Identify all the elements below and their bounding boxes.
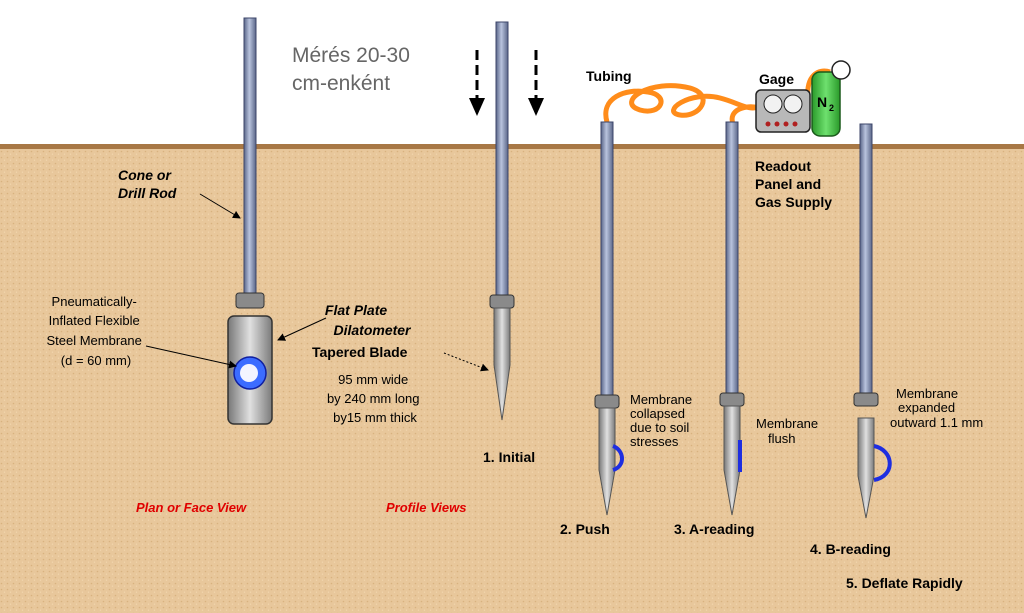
membrane-pointer	[145, 345, 237, 369]
push-arrows	[469, 50, 544, 116]
membrane-center	[240, 364, 258, 382]
profile-3-a-reading	[719, 121, 745, 516]
plan-view-caption: Plan or Face View	[136, 500, 247, 515]
heading-line-1: Mérés 20-30	[292, 44, 410, 67]
rod-2	[600, 121, 614, 397]
gage-knob-2	[774, 121, 780, 127]
collapsed-label: Membrane collapsed due to soil stresses	[630, 392, 696, 449]
flush-label: Membrane flush	[756, 416, 822, 446]
rod-4	[859, 123, 873, 395]
profile-2-push	[594, 121, 624, 516]
cone-rod-label: Cone or Drill Rod	[118, 167, 177, 201]
drill-rod	[243, 17, 257, 294]
membrane-label: Pneumatically- Inflated Flexible Steel M…	[46, 294, 145, 368]
cone-rod-pointer	[199, 193, 241, 219]
step-3-label: 3. A-reading	[674, 521, 754, 537]
rod-1	[495, 21, 509, 297]
readout-label: Readout Panel and Gas Supply	[755, 158, 832, 210]
flat-plate-pointer	[277, 317, 327, 341]
profile-1-initial	[489, 21, 515, 421]
blade-4	[857, 417, 875, 519]
step-5-label: 5. Deflate Rapidly	[846, 575, 963, 591]
blade-1	[493, 307, 511, 421]
tubing-line	[603, 83, 763, 123]
gage-box	[755, 89, 811, 133]
heading-line-2: cm-enként	[292, 72, 390, 95]
gage-unit	[755, 89, 811, 133]
tapered-blade-label: Tapered Blade	[312, 344, 408, 360]
gage-dial-left	[763, 94, 783, 114]
sky-background	[0, 0, 1024, 146]
soil-background	[0, 146, 1024, 613]
plan-view-dilatometer	[227, 17, 273, 425]
gage-knob-4	[792, 121, 798, 127]
gas-label: N	[817, 94, 827, 110]
membrane-expanded	[873, 444, 892, 482]
profile-4-b-reading	[853, 123, 892, 519]
profile-views-caption: Profile Views	[386, 500, 466, 515]
coupling-3	[719, 392, 745, 407]
coupling-1	[489, 294, 515, 309]
cylinder-valve	[831, 60, 851, 80]
gas-subscript: 2	[829, 103, 834, 113]
membrane-collapsed	[612, 444, 624, 472]
flat-plate-label: Flat Plate Dilatometer	[325, 302, 412, 338]
rod-3	[725, 121, 739, 395]
gas-cylinder: N 2	[811, 60, 851, 137]
ground-surface	[0, 144, 1024, 149]
rod-coupling	[235, 292, 265, 309]
dimensions-label: 95 mm wide by 240 mm long by15 mm thick	[327, 372, 423, 425]
step-1-label: 1. Initial	[483, 449, 535, 465]
gage-knob-1	[765, 121, 771, 127]
coupling-2	[594, 394, 620, 409]
coupling-4	[853, 392, 879, 407]
blade-2	[598, 407, 616, 516]
cylinder-body	[811, 71, 841, 137]
step-4-label: 4. B-reading	[810, 541, 891, 557]
step-2-label: 2. Push	[560, 521, 610, 537]
expanded-label: Membrane expanded outward 1.1 mm	[890, 386, 983, 430]
gage-dial-right	[783, 94, 803, 114]
blade-3	[723, 405, 741, 516]
gage-label: Gage	[759, 71, 794, 87]
gage-knob-3	[783, 121, 789, 127]
tubing-label: Tubing	[586, 68, 632, 84]
